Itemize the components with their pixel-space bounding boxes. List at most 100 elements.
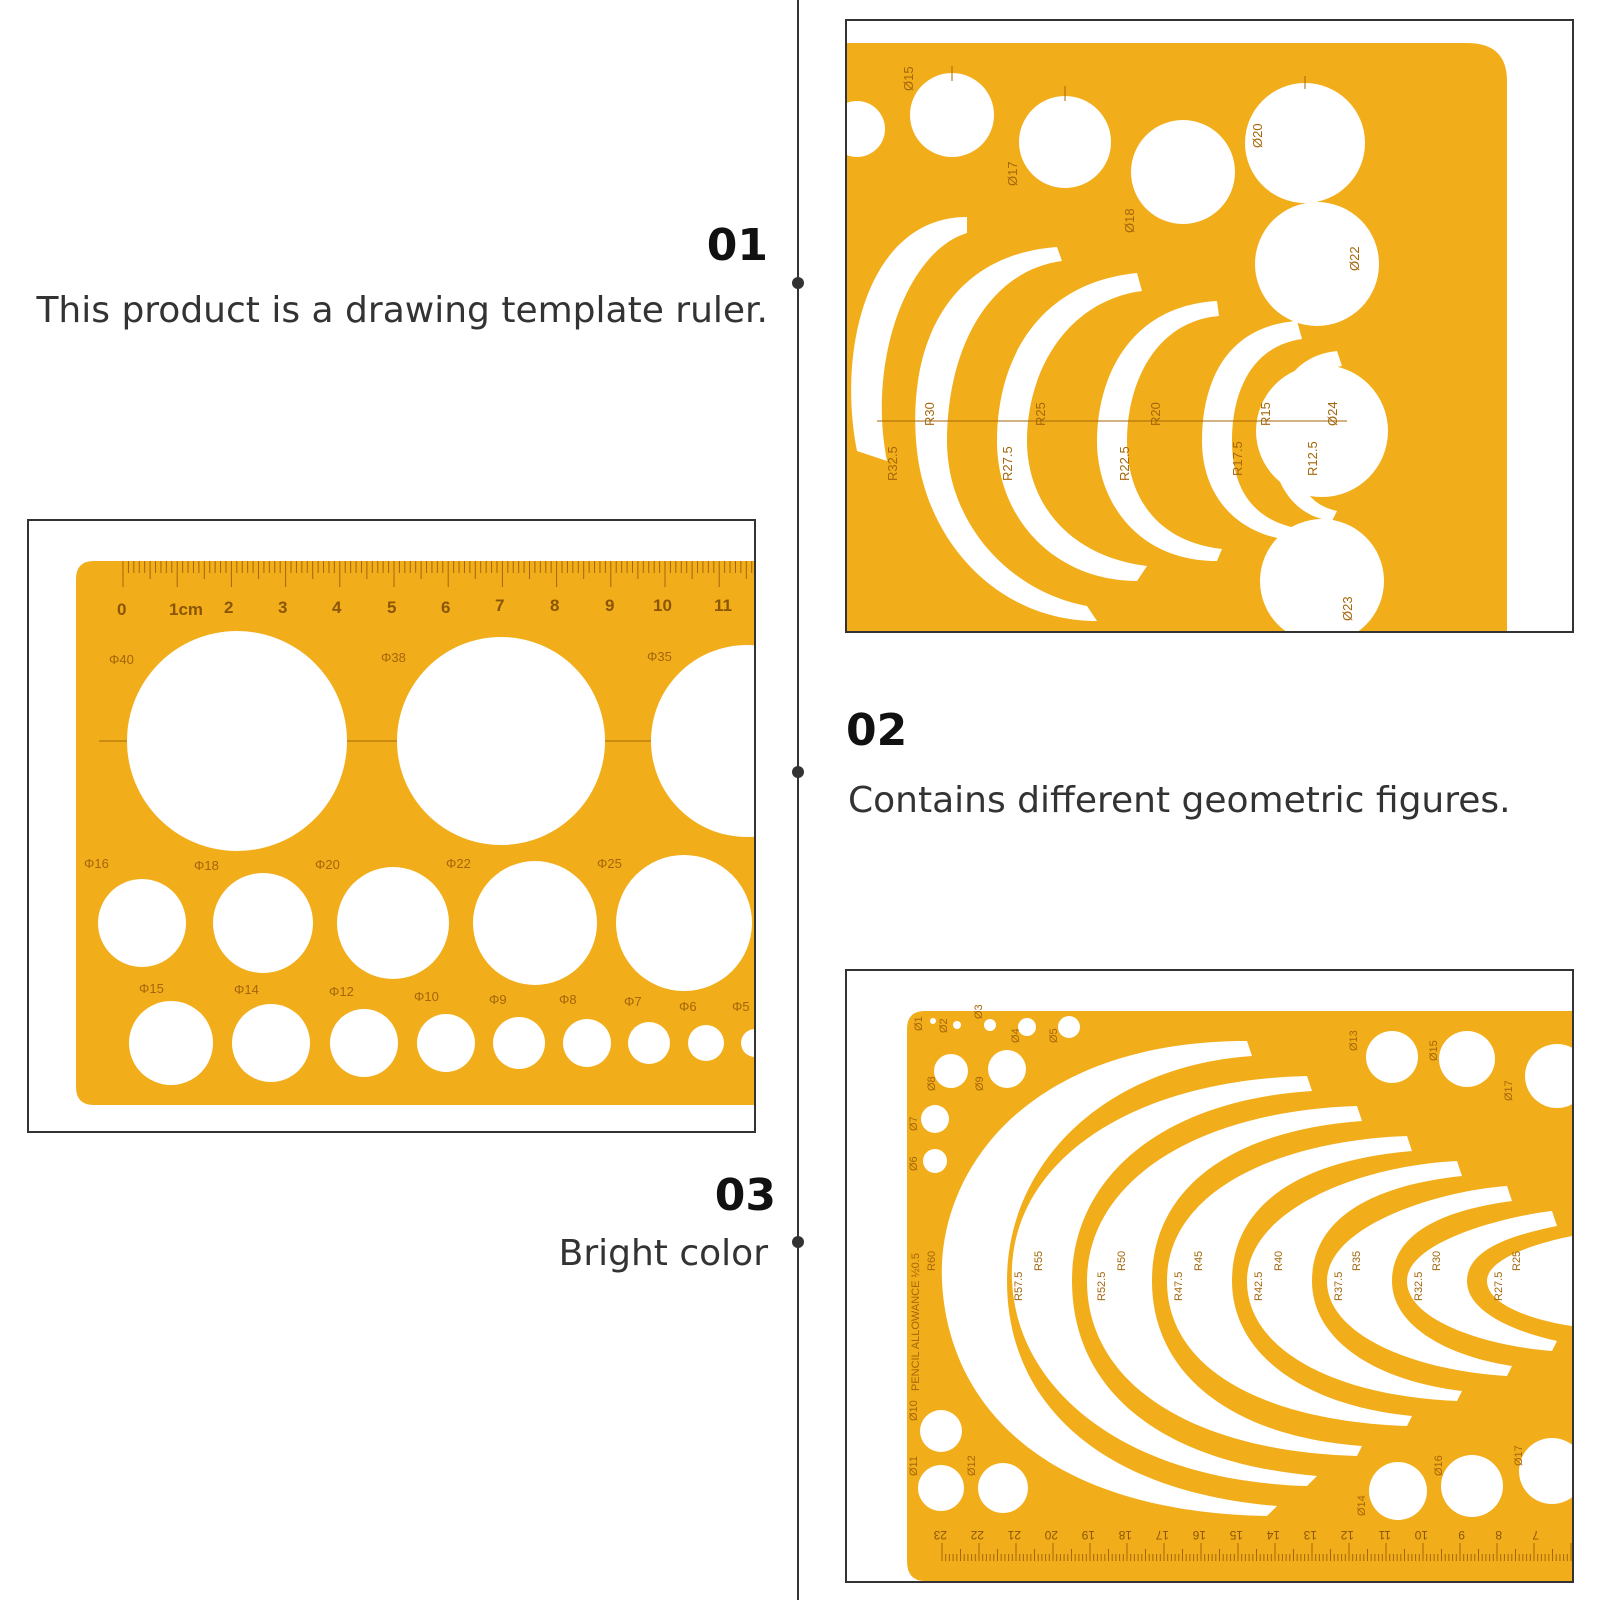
ruler-number: 11	[1378, 1528, 1391, 1542]
template-arcs-full: Ø1 Ø2 Ø3 Ø4 Ø5 Ø8 Ø9 Ø7 Ø6 Ø13 Ø15 Ø17 Ø…	[847, 971, 1572, 1581]
arc-label: R45	[1193, 1251, 1205, 1271]
diameter-label: Φ40	[109, 652, 134, 667]
feature-number-03: 03	[714, 1170, 776, 1221]
arc-label: R32.5	[885, 446, 900, 481]
circle-label: Ø13	[1348, 1030, 1360, 1051]
diameter-label: Φ22	[446, 856, 471, 871]
feature-text-03: Bright color	[558, 1233, 768, 1274]
feature-text-02: Contains different geometric figures.	[848, 780, 1511, 821]
ruler-number: 2	[224, 598, 233, 617]
ruler-number: 1cm	[169, 600, 203, 619]
diameter-label: Φ12	[329, 984, 354, 999]
arc-label: R27.5	[1493, 1272, 1505, 1301]
ruler-numbers: 0 1cm 2 3 4 5 6 7 8 9 10 11	[117, 596, 732, 619]
circle-label: Ø4	[1010, 1028, 1022, 1043]
circle-label: Ø3	[973, 1004, 985, 1019]
ruler-number: 8	[550, 596, 559, 615]
circle-label: Ø14	[1356, 1495, 1368, 1516]
ruler-number: 10	[1414, 1528, 1428, 1542]
ruler-number: 9	[605, 596, 614, 615]
arc-label: R30	[922, 402, 937, 426]
arc-label: R57.5	[1013, 1272, 1025, 1301]
ruler-number: 18	[1118, 1528, 1132, 1542]
arc-label: R25	[1511, 1251, 1523, 1271]
arc-label: R30	[1431, 1251, 1443, 1271]
ruler-number: 15	[1229, 1528, 1243, 1542]
timeline-dot-02	[792, 766, 804, 778]
circle-label: Ø1	[913, 1016, 925, 1031]
diameter-label: Φ18	[194, 858, 219, 873]
circle-label: Ø22	[1347, 246, 1362, 271]
circle-label: Ø18	[1122, 208, 1137, 233]
circle-label: Ø23	[1340, 596, 1355, 621]
arc-label: R47.5	[1173, 1272, 1185, 1301]
ruler-number: 6	[441, 598, 450, 617]
diameter-label: Φ20	[315, 857, 340, 872]
arc-label: R17.5	[1230, 441, 1245, 476]
circle-label: Ø6	[908, 1156, 920, 1171]
diameter-label: Φ10	[414, 989, 439, 1004]
ruler-number: 4	[332, 598, 342, 617]
arc-label: R15	[1258, 402, 1273, 426]
top-right-labels: Ø15 Ø17 Ø18 Ø20 Ø22 Ø24 Ø23 R32.5 R30 R2…	[885, 66, 1362, 621]
circle-label: Ø12	[966, 1455, 978, 1476]
diameter-label: Φ9	[489, 992, 507, 1007]
arc-label: R52.5	[1096, 1272, 1108, 1301]
circle-label: Ø17	[1503, 1080, 1515, 1101]
diameter-label: Φ25	[597, 856, 622, 871]
circle-label: Ø11	[908, 1456, 920, 1476]
ruler-number: 9	[1458, 1528, 1465, 1542]
arc-label: R32.5	[1413, 1272, 1425, 1301]
ruler-number: 16	[1192, 1528, 1206, 1542]
circle-label: Ø15	[1428, 1040, 1440, 1061]
diameter-label: Φ7	[624, 994, 642, 1009]
diameter-label: Φ14	[234, 982, 259, 997]
product-photo-top-right: Ø15 Ø17 Ø18 Ø20 Ø22 Ø24 Ø23 R32.5 R30 R2…	[845, 19, 1574, 633]
template-circles-arcs-closeup: Ø15 Ø17 Ø18 Ø20 Ø22 Ø24 Ø23 R32.5 R30 R2…	[847, 21, 1572, 631]
circle-label: Ø17	[1513, 1445, 1525, 1466]
ruler-number: 13	[1303, 1528, 1317, 1542]
arc-label: R50	[1116, 1251, 1128, 1271]
timeline-line	[797, 0, 799, 1600]
ruler-number: 0	[117, 600, 126, 619]
top-right-crosshairs	[877, 66, 1347, 422]
ruler-number: 5	[387, 598, 396, 617]
arc-label: R40	[1273, 1251, 1285, 1271]
circle-label: Ø20	[1250, 123, 1265, 148]
diameter-label: Φ5	[732, 999, 750, 1014]
ruler-number: 12	[1340, 1528, 1354, 1542]
ruler-number: 19	[1081, 1528, 1095, 1542]
feature-number-02: 02	[846, 705, 908, 756]
diameter-label: Φ16	[84, 856, 109, 871]
ruler-number: 21	[1007, 1528, 1021, 1542]
ruler-number: 7	[495, 596, 504, 615]
circle-label: Ø10	[908, 1400, 920, 1421]
arc-label: R22.5	[1117, 446, 1132, 481]
ruler-number: 22	[970, 1528, 984, 1542]
ruler-number: 14	[1266, 1528, 1280, 1542]
feature-number-01: 01	[706, 220, 768, 271]
arc-label: R27.5	[1000, 446, 1015, 481]
arc-label: R60	[926, 1251, 938, 1271]
circle-label: Ø16	[1433, 1455, 1445, 1476]
pencil-allowance-text: PENCIL ALLOWANCE ½0.5	[910, 1253, 922, 1391]
ruler-number: 23	[933, 1528, 947, 1542]
feature-text-01: This product is a drawing template ruler…	[36, 290, 768, 331]
diameter-label: Φ35	[647, 649, 672, 664]
bottom-ruler-numbers: 23 22 21 20 19 18 17 16 15 14 13 12 11 1…	[933, 1528, 1539, 1542]
circle-label: Ø2	[938, 1018, 950, 1033]
circle-label: Ø17	[1005, 161, 1020, 186]
ruler-number: 10	[653, 596, 672, 615]
product-photo-left: 0 1cm 2 3 4 5 6 7 8 9 10 11 Φ40 Φ38 Φ35 …	[27, 519, 756, 1133]
arc-label: R20	[1148, 402, 1163, 426]
diameter-label: Φ15	[139, 981, 164, 996]
bottom-ruler-ticks	[941, 1543, 1572, 1561]
arc-label: R25	[1033, 402, 1048, 426]
ruler-number: 17	[1155, 1528, 1169, 1542]
product-photo-bottom-right: Ø1 Ø2 Ø3 Ø4 Ø5 Ø8 Ø9 Ø7 Ø6 Ø13 Ø15 Ø17 Ø…	[845, 969, 1574, 1583]
ruler-number: 11	[714, 596, 732, 615]
ruler-number: 3	[278, 598, 287, 617]
circle-label: Ø8	[926, 1076, 938, 1091]
template-ruler-closeup: 0 1cm 2 3 4 5 6 7 8 9 10 11 Φ40 Φ38 Φ35 …	[29, 521, 754, 1131]
ruler-number: 8	[1495, 1528, 1502, 1542]
